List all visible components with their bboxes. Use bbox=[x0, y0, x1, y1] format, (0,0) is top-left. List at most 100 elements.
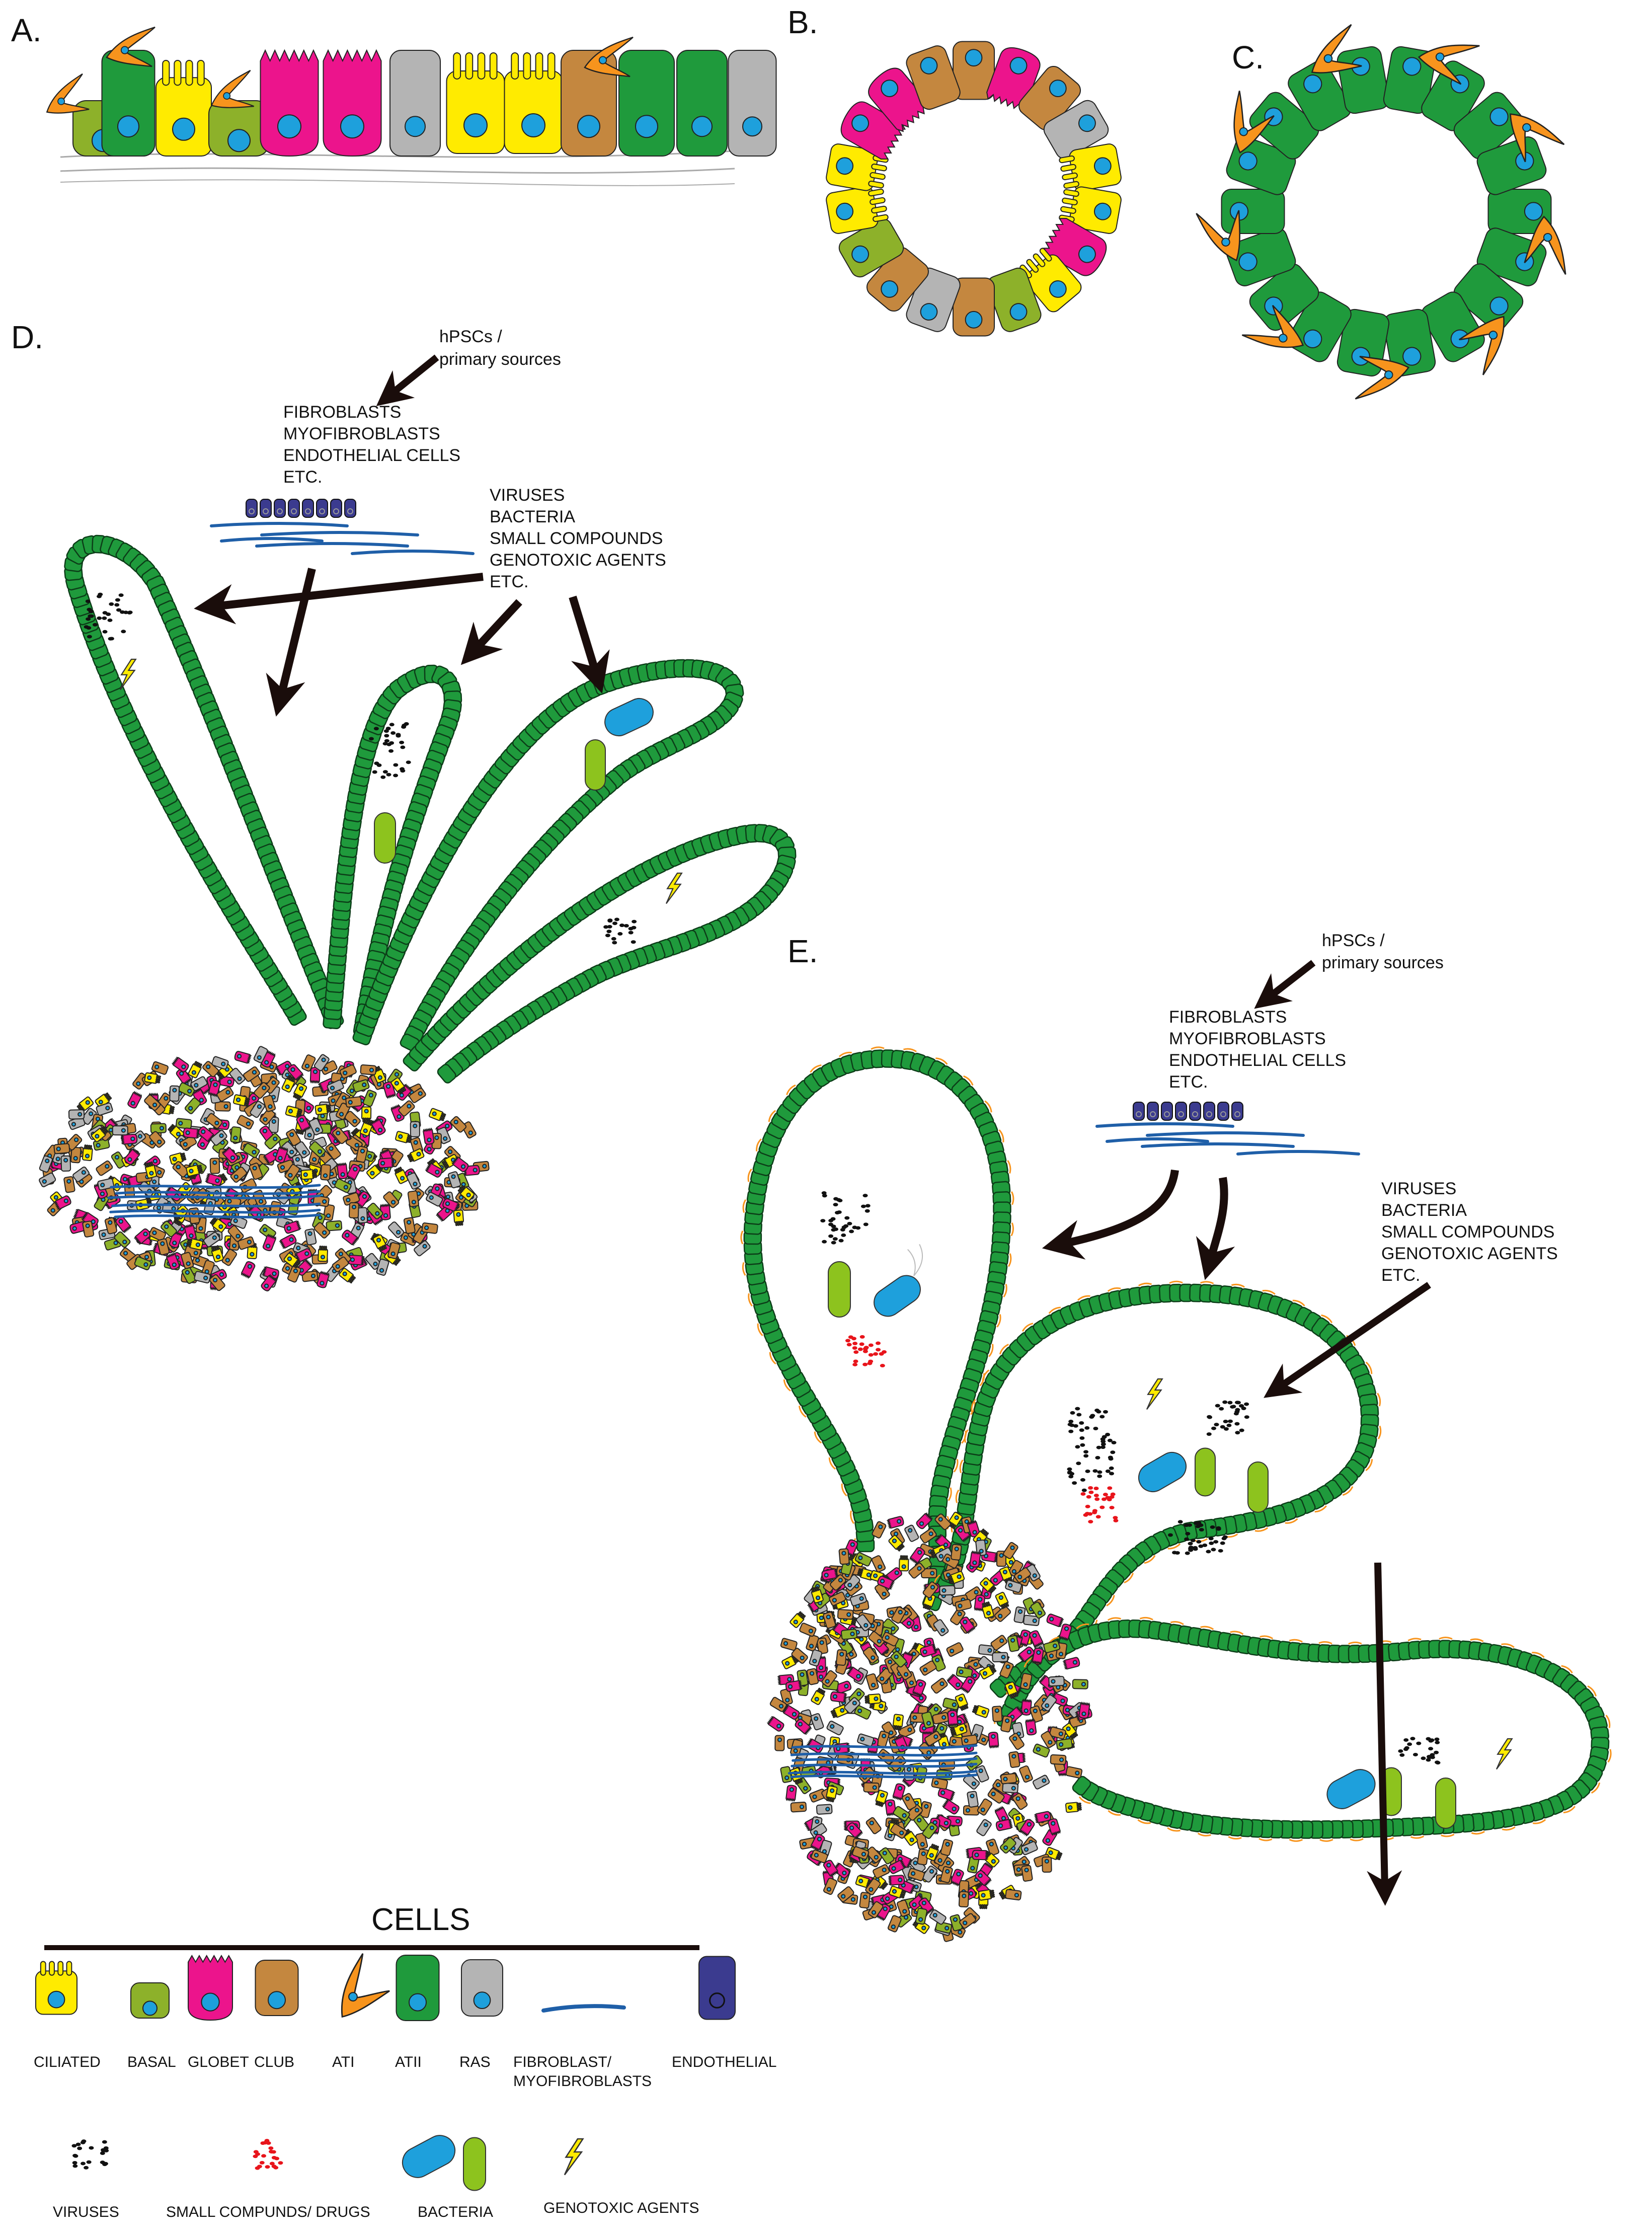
panel-d-cluster-cell bbox=[407, 1190, 420, 1207]
panel-d-cluster-cell bbox=[60, 1155, 71, 1172]
panel-e-virus bbox=[1216, 1527, 1221, 1531]
panel-a-epithelium bbox=[46, 26, 777, 186]
panel-d-fibroblast bbox=[220, 537, 324, 543]
panel-d-cluster-cell bbox=[304, 1228, 317, 1246]
panel-e-virus bbox=[1234, 1422, 1240, 1426]
panel-e-alveolar-organoid: hPSCs / primary sources FIBROBLASTS MYOF… bbox=[740, 931, 1612, 1942]
legend-icon-ati bbox=[341, 1953, 390, 2018]
panel-e-agent-3: SMALL COMPOUNDS bbox=[1381, 1222, 1554, 1242]
panel-e-cluster-cell bbox=[833, 1742, 851, 1754]
panel-d-cluster-cell bbox=[211, 1245, 224, 1263]
panel-d-cluster-cell bbox=[317, 1270, 330, 1288]
panel-d-virus bbox=[393, 774, 399, 778]
panel-d-cluster-cell bbox=[363, 1090, 377, 1107]
panel-d-cluster-cell bbox=[345, 1096, 362, 1108]
panel-e-virus bbox=[1428, 1747, 1434, 1751]
panel-e-cluster-cell bbox=[939, 1585, 956, 1596]
panel-e-cluster-cell bbox=[972, 1849, 989, 1861]
panel-e-drug bbox=[1088, 1490, 1094, 1494]
panel-d-cluster-cell bbox=[214, 1101, 231, 1112]
panel-b-airway-cyst bbox=[826, 41, 1122, 337]
panel-e-virus bbox=[1219, 1407, 1224, 1411]
panel-d-virus bbox=[617, 932, 623, 936]
panel-e-cluster-cell bbox=[886, 1516, 904, 1529]
legend-icon-endo bbox=[698, 1956, 736, 2020]
panel-d-cell-cluster bbox=[39, 1046, 490, 1291]
panel-e-virus bbox=[1188, 1548, 1194, 1552]
panel-e-virus bbox=[1209, 1541, 1214, 1545]
panel-e-cluster-cell bbox=[976, 1819, 992, 1836]
panel-e-fibroblast bbox=[1236, 1150, 1360, 1155]
panel-e-virus bbox=[1222, 1535, 1228, 1539]
panel-d-virus bbox=[388, 749, 394, 753]
panel-d-celltype-2: MYOFIBROBLASTS bbox=[283, 424, 440, 443]
panel-d-fibroblast bbox=[351, 550, 475, 555]
panel-e-virus bbox=[1434, 1750, 1439, 1754]
legend-icon-viruses bbox=[102, 2140, 107, 2144]
panel-d-virus bbox=[623, 923, 629, 928]
panel-e-cluster-cell bbox=[1005, 1889, 1022, 1901]
panel-d-virus bbox=[86, 626, 92, 630]
legend-icon-atii bbox=[396, 1955, 440, 2021]
legend-icon-goblet bbox=[188, 1954, 233, 2021]
panel-e-cluster-cell bbox=[898, 1555, 909, 1572]
panel-e-endothelial-cell bbox=[1175, 1102, 1187, 1121]
panel-d-virus bbox=[376, 763, 382, 767]
panel-e-cluster-cell bbox=[836, 1649, 847, 1666]
panel-e-cluster-cell bbox=[972, 1705, 990, 1718]
panel-e-virus bbox=[1198, 1523, 1204, 1527]
legend-icon-bacteria-blue bbox=[402, 2135, 456, 2178]
panel-e-drug bbox=[1099, 1505, 1105, 1509]
panel-e-drug bbox=[1094, 1497, 1100, 1501]
panel-d-cluster-cell bbox=[181, 1267, 197, 1284]
panel-b-cell-club bbox=[953, 41, 995, 100]
panel-e-drug bbox=[1093, 1486, 1099, 1490]
panel-d-cluster-cell bbox=[285, 1105, 302, 1118]
panel-d-virus bbox=[631, 926, 637, 930]
panel-e-virus bbox=[1081, 1488, 1087, 1492]
panel-e-drug bbox=[857, 1347, 863, 1351]
panel-d-bacterium-blue bbox=[604, 698, 654, 737]
panel-e-virus bbox=[1214, 1423, 1219, 1427]
panel-e-agent-2: BACTERIA bbox=[1381, 1201, 1467, 1220]
panel-d-cluster-cell bbox=[39, 1172, 56, 1188]
panel-d-cluster-cell bbox=[241, 1261, 256, 1279]
panel-d-cluster-cell bbox=[262, 1233, 276, 1252]
panel-e-drug bbox=[852, 1342, 858, 1346]
panel-e-cluster-cell bbox=[1021, 1865, 1033, 1882]
panel-d-virus bbox=[607, 919, 613, 923]
legend-label-ati: ATI bbox=[332, 2054, 354, 2070]
panel-e-virus bbox=[1094, 1408, 1100, 1412]
panel-d-cluster-cell bbox=[150, 1123, 167, 1134]
panel-e-cluster-cell bbox=[774, 1735, 785, 1751]
panel-b-cell-club bbox=[906, 45, 961, 110]
panel-e-virus bbox=[831, 1228, 836, 1232]
panel-e-virus bbox=[1207, 1415, 1212, 1419]
panel-e-virus bbox=[1227, 1419, 1233, 1423]
panel-e-virus bbox=[1097, 1470, 1103, 1474]
panel-d-cluster-cell bbox=[114, 1231, 131, 1248]
panel-d-endothelial-cell bbox=[316, 499, 328, 518]
panel-e-virus bbox=[833, 1203, 838, 1207]
panel-d-source-line2: primary sources bbox=[439, 350, 561, 369]
panel-d-airway-organoid: hPSCs / primary sources FIBROBLASTS MYOF… bbox=[39, 327, 797, 1291]
panel-d-virus bbox=[390, 731, 396, 735]
panel-d-celltype-1: FIBROBLASTS bbox=[283, 403, 401, 422]
panel-e-drug bbox=[1080, 1492, 1086, 1496]
panel-d-endothelial-cell bbox=[274, 499, 286, 518]
panel-e-cluster-cell bbox=[930, 1677, 948, 1694]
panel-c-cell-atii bbox=[1383, 309, 1436, 377]
panel-e-genotoxic bbox=[1146, 1378, 1163, 1410]
panel-e-virus bbox=[1103, 1410, 1108, 1414]
panel-e-endothelial-cell bbox=[1231, 1102, 1243, 1121]
legend-icon-viruses bbox=[81, 2162, 86, 2166]
panel-e-virus bbox=[1095, 1455, 1100, 1459]
panel-e-virus bbox=[1099, 1415, 1105, 1419]
legend-icon-ras bbox=[461, 1959, 503, 2017]
panel-e-fibroblast bbox=[1141, 1142, 1295, 1148]
legend-icon-viruses bbox=[89, 2146, 94, 2150]
panel-e-virus bbox=[1105, 1469, 1111, 1473]
panel-e-virus bbox=[1220, 1541, 1225, 1545]
panel-e-arrow-2 bbox=[1196, 1177, 1235, 1280]
panel-e-virus bbox=[1079, 1421, 1084, 1425]
